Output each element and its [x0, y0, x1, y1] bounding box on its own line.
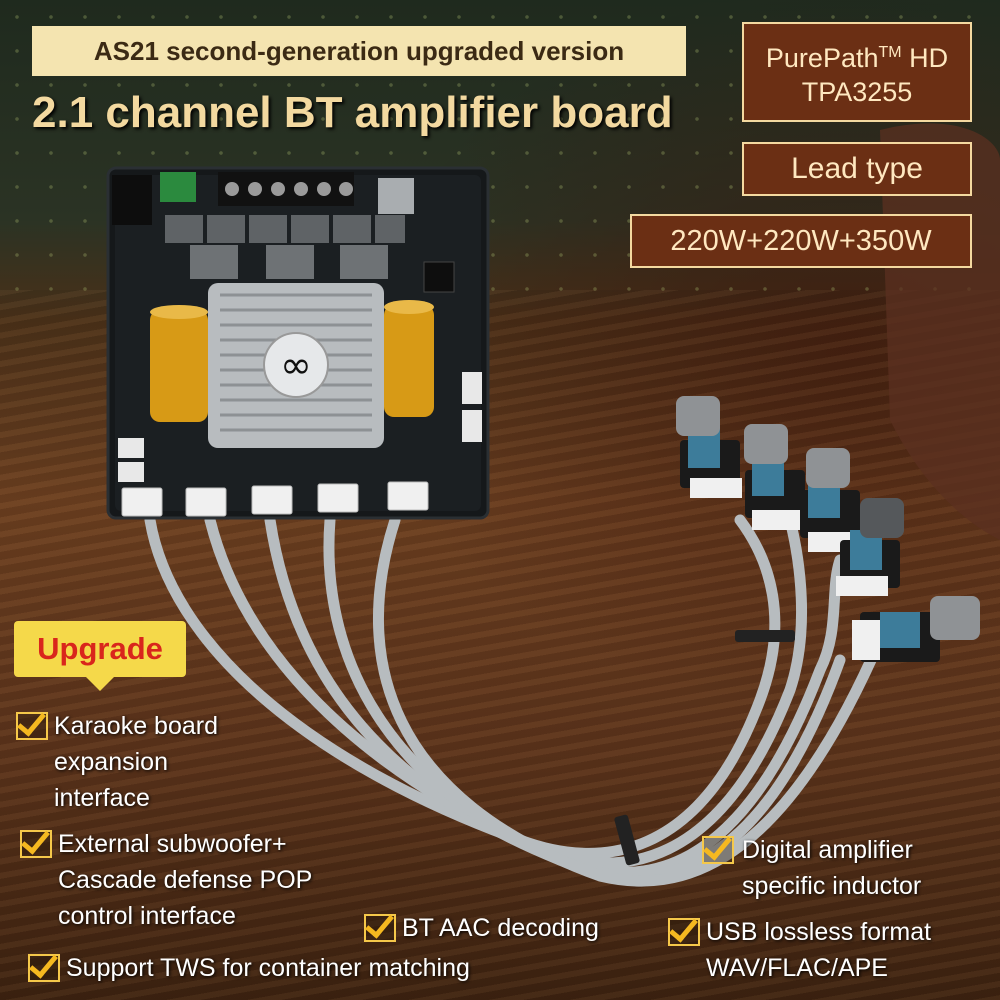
- feature-bt-aac-text: BT AAC decoding: [402, 914, 599, 942]
- spec-chip-model: TPA3255: [801, 76, 913, 107]
- cable-bundle: [144, 514, 886, 887]
- checkmark-icon: [702, 836, 734, 864]
- spec-chip-box: PurePathTM HD TPA3255: [742, 22, 972, 122]
- headline: 2.1 channel BT amplifier board: [32, 88, 673, 137]
- amplifier-board: ∞: [106, 166, 490, 520]
- power-terminal: [160, 172, 196, 202]
- feature-inductor: Digital amplifier specific inductor: [742, 832, 921, 904]
- volume-knobs: [676, 396, 980, 662]
- spec-lead-type-box: Lead type: [742, 142, 972, 196]
- checkmark-icon: [28, 954, 60, 982]
- board-logo: ∞: [280, 343, 312, 387]
- upgrade-label: Upgrade: [37, 631, 163, 666]
- feature-bt-aac: BT AAC decoding: [402, 910, 599, 946]
- upgrade-tag: Upgrade: [14, 621, 186, 691]
- cable-ties: [614, 630, 795, 866]
- feature-subwoofer-line-3: control interface: [58, 902, 236, 930]
- checkmark-icon: [16, 712, 48, 740]
- spec-chip-hd: HD: [901, 42, 949, 73]
- spec-chip-brand-line: PurePathTM HD: [766, 36, 948, 75]
- usb-port: [378, 178, 414, 214]
- bt-chip: [423, 261, 455, 293]
- feature-karaoke-line-1: Karaoke board: [54, 712, 219, 740]
- feature-usb-line-2: WAV/FLAC/APE: [706, 954, 888, 982]
- feature-usb: USB lossless format WAV/FLAC/APE: [706, 914, 931, 986]
- feature-subwoofer: External subwoofer+ Cascade defense POP …: [58, 826, 312, 934]
- feature-inductor-line-2: specific inductor: [742, 872, 922, 900]
- spec-power: 220W+220W+350W: [670, 224, 932, 257]
- feature-inductor-line-1: Digital amplifier: [742, 836, 913, 864]
- feature-subwoofer-line-2: Cascade defense POP: [58, 866, 313, 894]
- checkmark-icon: [668, 918, 700, 946]
- spec-power-box: 220W+220W+350W: [630, 214, 972, 268]
- feature-karaoke-line-3: interface: [54, 784, 150, 812]
- feature-tws: Support TWS for container matching: [66, 950, 470, 986]
- checkmark-icon: [20, 830, 52, 858]
- checkmark-icon: [364, 914, 396, 942]
- spec-chip-tm: TM: [878, 43, 902, 61]
- feature-usb-line-1: USB lossless format: [706, 918, 932, 946]
- capacitor-right: [384, 305, 434, 417]
- feature-karaoke: Karaoke board expansion interface: [54, 708, 218, 816]
- capacitor-left: [150, 310, 208, 422]
- top-banner: AS21 second-generation upgraded version: [32, 26, 686, 76]
- feature-subwoofer-line-1: External subwoofer+: [58, 830, 287, 858]
- spec-chip-brand: PurePath: [765, 42, 879, 73]
- dc-jack: [112, 175, 152, 225]
- feature-karaoke-line-2: expansion: [54, 748, 168, 776]
- feature-tws-text: Support TWS for container matching: [66, 954, 470, 982]
- screw-terminal: [218, 172, 354, 206]
- top-banner-text: AS21 second-generation upgraded version: [93, 35, 625, 66]
- spec-lead-type: Lead type: [791, 152, 923, 185]
